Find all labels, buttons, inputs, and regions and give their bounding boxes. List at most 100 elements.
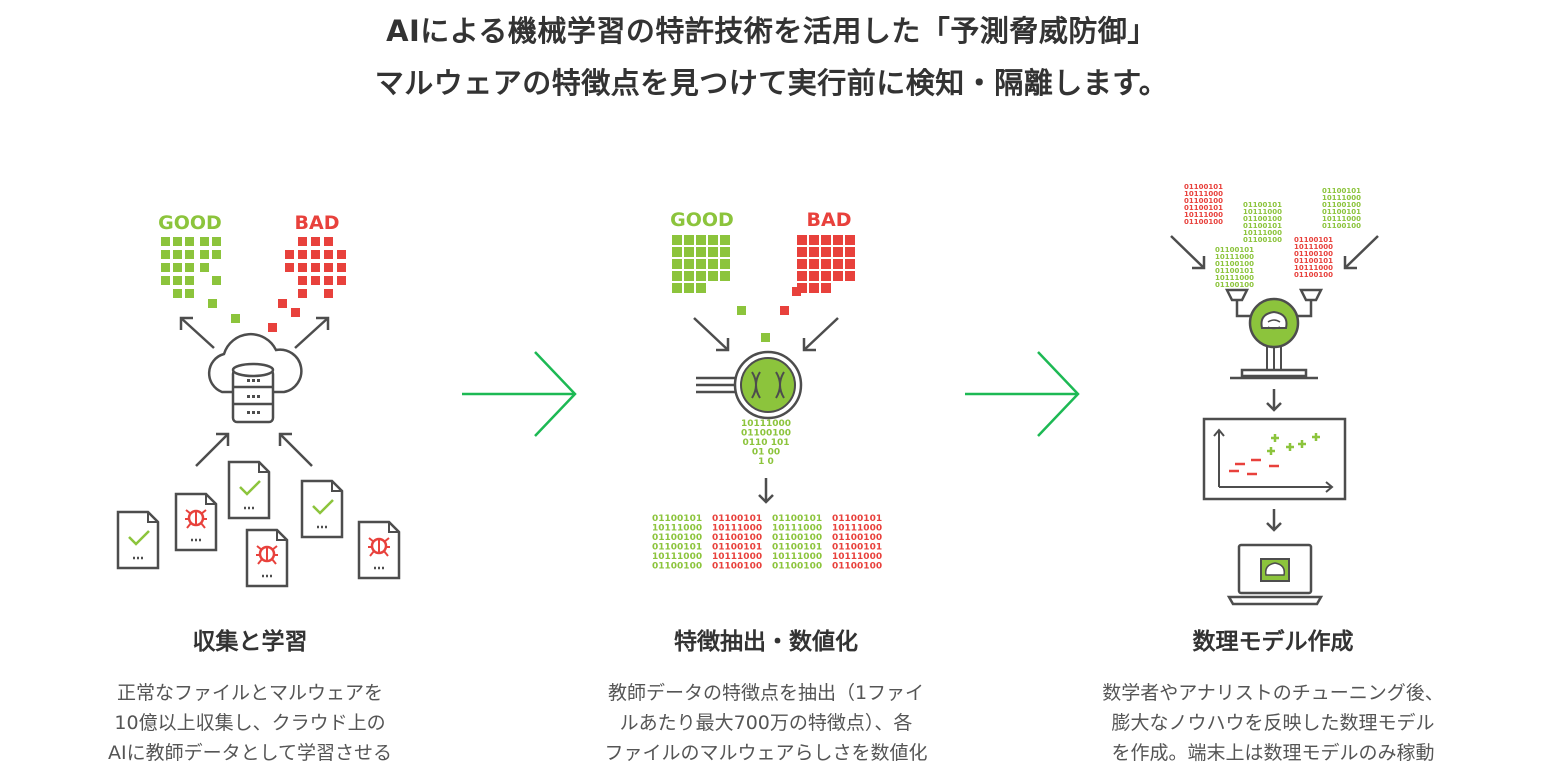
bad-pixel xyxy=(298,289,307,298)
robot-brain-icon xyxy=(1224,288,1324,380)
file-check-icon xyxy=(300,479,344,539)
arrow-in-left-icon xyxy=(1170,235,1206,270)
bad-pixel xyxy=(821,271,831,281)
binary-snippet-text: 01100100 xyxy=(1294,271,1333,279)
binary-column-text: 01100101 xyxy=(712,543,762,553)
bad-pixel xyxy=(311,263,320,272)
bad-pixel xyxy=(324,276,333,285)
good-label-2: GOOD xyxy=(670,209,734,231)
binary-column-text: 01100100 xyxy=(712,562,762,572)
step3-title: 数理モデル作成 xyxy=(1192,629,1354,655)
file-check-icon xyxy=(227,460,271,520)
step1-description: 正常なファイルとマルウェアを 10億以上収集し、クラウド上の AIに教師データと… xyxy=(107,682,393,764)
binary-column-text: 01100100 xyxy=(652,562,702,572)
good-pixel xyxy=(212,250,221,259)
binary-column-text: 10111000 xyxy=(712,524,762,534)
good-pixel xyxy=(185,237,194,246)
binary-snippets: 0110010110111000011001000110010110111000… xyxy=(1184,183,1361,289)
bad-pixel xyxy=(324,289,333,298)
arrow-to-cloud-right-icon xyxy=(278,432,313,467)
good-pixel xyxy=(684,283,694,293)
scatter-plus-points xyxy=(1267,433,1320,455)
good-pixel xyxy=(212,276,221,285)
good-pixel xyxy=(708,247,718,257)
bad-pixel xyxy=(845,235,855,245)
bad-pixel xyxy=(337,276,346,285)
binary-column-text: 01100100 xyxy=(832,533,882,543)
bad-pixel xyxy=(845,247,855,257)
binary-funnel-line: 01 00 xyxy=(752,448,780,458)
bad-pixel xyxy=(845,259,855,269)
bad-pixel xyxy=(833,247,843,257)
scatter-minus-points xyxy=(1229,458,1279,476)
good-pixel xyxy=(761,333,770,342)
file-check-icon xyxy=(116,510,160,570)
good-pixel xyxy=(200,250,209,259)
arrow-down-to-chart-icon xyxy=(1266,389,1282,412)
binary-column-text: 10111000 xyxy=(652,552,702,562)
good-pixel xyxy=(173,276,182,285)
bad-label-2: BAD xyxy=(807,209,852,231)
arrow-down-right-icon xyxy=(693,317,730,352)
arrow-down-to-laptop-icon xyxy=(1266,509,1282,532)
binary-snippet-text: 10111000 xyxy=(1322,215,1361,223)
bad-pixel xyxy=(833,271,843,281)
good-pixel xyxy=(696,247,706,257)
good-pixel xyxy=(161,237,170,246)
good-pixel xyxy=(173,237,182,246)
bad-pixel xyxy=(797,235,807,245)
good-pixel xyxy=(684,235,694,245)
good-pixel-grid-2 xyxy=(672,235,770,342)
bad-pixel xyxy=(285,263,294,272)
bad-pixel xyxy=(780,306,789,315)
step3-illustration: 0110010110111000011001000110010110111000… xyxy=(1170,183,1379,606)
binary-column-text: 01100100 xyxy=(652,533,702,543)
bad-label-1: BAD xyxy=(295,212,340,234)
good-pixel xyxy=(161,263,170,272)
binary-funnel-line: 0110 101 xyxy=(743,438,790,448)
binary-snippet-text: 10111000 xyxy=(1243,208,1282,216)
bad-pixel xyxy=(792,287,801,296)
binary-snippet-text: 01100100 xyxy=(1215,260,1254,268)
step2-title: 特徴抽出・数値化 xyxy=(674,629,858,655)
bad-pixel xyxy=(797,247,807,257)
arrow-up-left-icon xyxy=(179,316,215,349)
binary-snippet-text: 01100101 xyxy=(1294,257,1333,265)
binary-column-text: 01100100 xyxy=(772,562,822,572)
bad-pixel xyxy=(324,263,333,272)
binary-snippet-text: 01100100 xyxy=(1184,197,1223,205)
binary-funnel-line: 01100100 xyxy=(741,429,791,439)
step2-description: 教師データの特徴点を抽出（1ファイ ルあたり最大700万の特徴点）、各 ファイル… xyxy=(604,682,928,764)
bad-pixel xyxy=(809,259,819,269)
good-pixel xyxy=(185,289,194,298)
bad-pixel xyxy=(278,299,287,308)
good-pixel xyxy=(696,271,706,281)
good-pixel xyxy=(185,250,194,259)
binary-snippet-text: 01100101 xyxy=(1322,208,1361,216)
good-pixel xyxy=(200,263,209,272)
bad-pixel xyxy=(298,263,307,272)
binary-snippet-text: 01100100 xyxy=(1243,215,1282,223)
good-pixel xyxy=(696,235,706,245)
binary-snippet-text: 01100100 xyxy=(1215,281,1254,289)
step1-illustration: GOOD BAD xyxy=(116,212,401,588)
plus-point xyxy=(1312,433,1320,441)
headline-line-2: マルウェアの特徴点を見つけて実行前に検知・隔離します。 xyxy=(374,66,1169,100)
good-pixel xyxy=(173,289,182,298)
binary-funnel-line: 10111000 xyxy=(741,419,791,429)
arrow-down-left-icon xyxy=(802,317,839,352)
binary-column-text: 10111000 xyxy=(652,524,702,534)
good-pixel xyxy=(672,247,682,257)
good-pixel xyxy=(708,235,718,245)
binary-column-text: 01100100 xyxy=(712,533,762,543)
file-bug-icon xyxy=(174,492,218,552)
binary-column-text: 10111000 xyxy=(712,552,762,562)
good-pixel xyxy=(684,247,694,257)
binary-column-text: 01100101 xyxy=(772,543,822,553)
bad-pixel xyxy=(821,259,831,269)
good-pixel xyxy=(212,237,221,246)
binary-snippet-text: 10111000 xyxy=(1322,194,1361,202)
binary-snippet-text: 01100101 xyxy=(1294,236,1333,244)
binary-snippet-text: 10111000 xyxy=(1215,274,1254,282)
